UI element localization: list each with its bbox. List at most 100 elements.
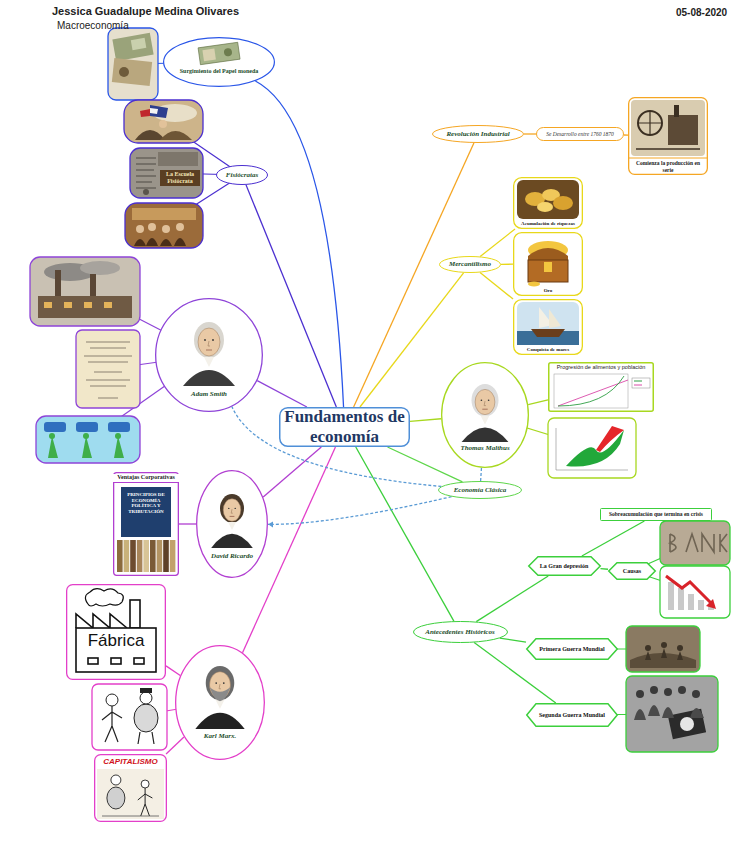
connector-line bbox=[480, 468, 482, 481]
node-label: CAPITALISMO bbox=[103, 757, 158, 766]
trench-photo bbox=[626, 626, 700, 672]
date-label: 05-08-2020 bbox=[676, 7, 727, 19]
topic-ellipse: Revolución Industrial bbox=[432, 125, 524, 143]
connector-line bbox=[601, 568, 609, 570]
connector-line bbox=[257, 381, 307, 407]
capitalism-cartoon bbox=[97, 769, 164, 819]
connector bbox=[166, 737, 184, 754]
subject-name: Macroeconomía bbox=[57, 20, 129, 32]
topic-ellipse: Economía Clásica bbox=[438, 481, 522, 499]
node-label: Antecedentes Históricos bbox=[425, 628, 494, 636]
central-topic: Fundamentos de economía bbox=[279, 407, 410, 447]
connector bbox=[166, 666, 180, 676]
connector-line bbox=[166, 737, 184, 754]
node-label: La Gran depresión bbox=[540, 563, 589, 570]
topic-ellipse: Antecedentes Históricos bbox=[413, 621, 508, 643]
connector bbox=[257, 381, 307, 407]
connector-line bbox=[255, 81, 343, 407]
node-outline bbox=[163, 37, 275, 87]
connector bbox=[354, 143, 474, 407]
connector-line bbox=[528, 400, 548, 405]
falling-chart-picture bbox=[660, 566, 730, 618]
book-picture bbox=[117, 487, 175, 572]
node-outline bbox=[113, 472, 179, 576]
portrait-circle: Karl Marx. bbox=[175, 645, 265, 760]
connector-line bbox=[410, 419, 441, 422]
connector bbox=[179, 524, 196, 525]
image-box: Acumulación de riquezas bbox=[513, 177, 583, 229]
worker-cartoon bbox=[92, 684, 167, 750]
connector bbox=[356, 447, 454, 621]
connector bbox=[500, 638, 526, 642]
court-painting bbox=[125, 203, 203, 248]
topic-ellipse: Surgimiento del Papel moneda bbox=[163, 37, 275, 87]
connector-line bbox=[166, 666, 180, 676]
node-label: Primera Guerra Mundial bbox=[539, 646, 604, 653]
bank-stone-picture bbox=[660, 521, 730, 565]
connector-line bbox=[263, 447, 321, 497]
chart-box: Progresión de alimentos y población bbox=[548, 362, 654, 412]
connector bbox=[528, 400, 548, 405]
event-hexagon: Primera Guerra Mundial bbox=[526, 638, 618, 660]
connector-line bbox=[179, 523, 196, 524]
liberty-painting bbox=[124, 100, 203, 143]
event-hexagon: La Gran depresión bbox=[528, 556, 601, 576]
connector bbox=[624, 135, 628, 136]
picture-caption: La Escuela Fisiócrata bbox=[160, 170, 200, 186]
school-engraving bbox=[130, 148, 203, 198]
connector-line bbox=[524, 133, 536, 134]
portrait bbox=[183, 322, 235, 386]
ship-picture bbox=[517, 302, 579, 345]
node-label: Karl Marx. bbox=[204, 732, 236, 740]
node-outline bbox=[513, 177, 583, 229]
image-box: Oro bbox=[513, 232, 583, 296]
connector-line bbox=[388, 447, 463, 482]
node-label: Fundamentos de economía bbox=[279, 407, 410, 446]
banknote-icon bbox=[198, 42, 240, 64]
population-curve-chart bbox=[548, 418, 636, 478]
event-hexagon: Causas bbox=[608, 562, 656, 580]
author-name: Jessica Guadalupe Medina Olivares bbox=[52, 5, 239, 18]
node-label: Segunda Guerra Mundial bbox=[539, 712, 605, 719]
leader-lines bbox=[85, 62, 695, 717]
node-label: Sobreacumulación que termina en crisis bbox=[609, 511, 703, 517]
node-label: Adam Smith bbox=[191, 390, 227, 398]
node-label: David Ricardo bbox=[211, 552, 253, 560]
node-outline bbox=[441, 362, 529, 468]
node-label: Mercantilismo bbox=[449, 260, 491, 268]
portrait bbox=[195, 666, 244, 729]
gold-chest-picture bbox=[528, 241, 568, 287]
node-label: Comienza la producción en serie bbox=[631, 160, 705, 173]
image-heading: Ventajas Corporativas bbox=[113, 474, 179, 483]
industrial-picture bbox=[628, 100, 708, 158]
connector bbox=[263, 447, 321, 497]
growth-chart bbox=[554, 374, 650, 408]
note-pill: Se Desarrollo entre 1760 1870 bbox=[536, 127, 624, 141]
node-label: Se Desarrollo entre 1760 1870 bbox=[546, 131, 614, 137]
image-box: CAPITALISMO bbox=[94, 754, 167, 822]
node-label: Acumulación de riquezas bbox=[521, 221, 575, 227]
image-box: Fábrica bbox=[66, 584, 166, 680]
connector bbox=[501, 264, 513, 265]
topic-ellipse: Mercantilismo bbox=[439, 256, 501, 273]
connector-line bbox=[480, 273, 513, 299]
connector-line bbox=[480, 229, 515, 256]
connector bbox=[476, 576, 548, 622]
connector bbox=[480, 229, 515, 256]
node-label: Revolución Industrial bbox=[446, 130, 509, 138]
node-outline bbox=[513, 299, 583, 355]
connector bbox=[232, 407, 441, 487]
node-label: Surgimiento del Papel moneda bbox=[180, 68, 259, 75]
event-hexagon: Segunda Guerra Mundial bbox=[526, 703, 618, 727]
arrow-head bbox=[268, 521, 273, 527]
node-label: Economía Clásica bbox=[454, 486, 507, 494]
soldiers-photo bbox=[626, 676, 718, 752]
node-label: Oro bbox=[544, 288, 553, 294]
market-cartoon bbox=[36, 416, 140, 463]
connector-line bbox=[500, 638, 526, 642]
portrait-circle: David Ricardo bbox=[196, 470, 268, 578]
portrait bbox=[462, 384, 509, 442]
node-label: Causas bbox=[623, 568, 641, 575]
book-title: PRINCIPIOS DE ECONOMÍA POLÍTICA Y TRIBUT… bbox=[124, 489, 168, 518]
